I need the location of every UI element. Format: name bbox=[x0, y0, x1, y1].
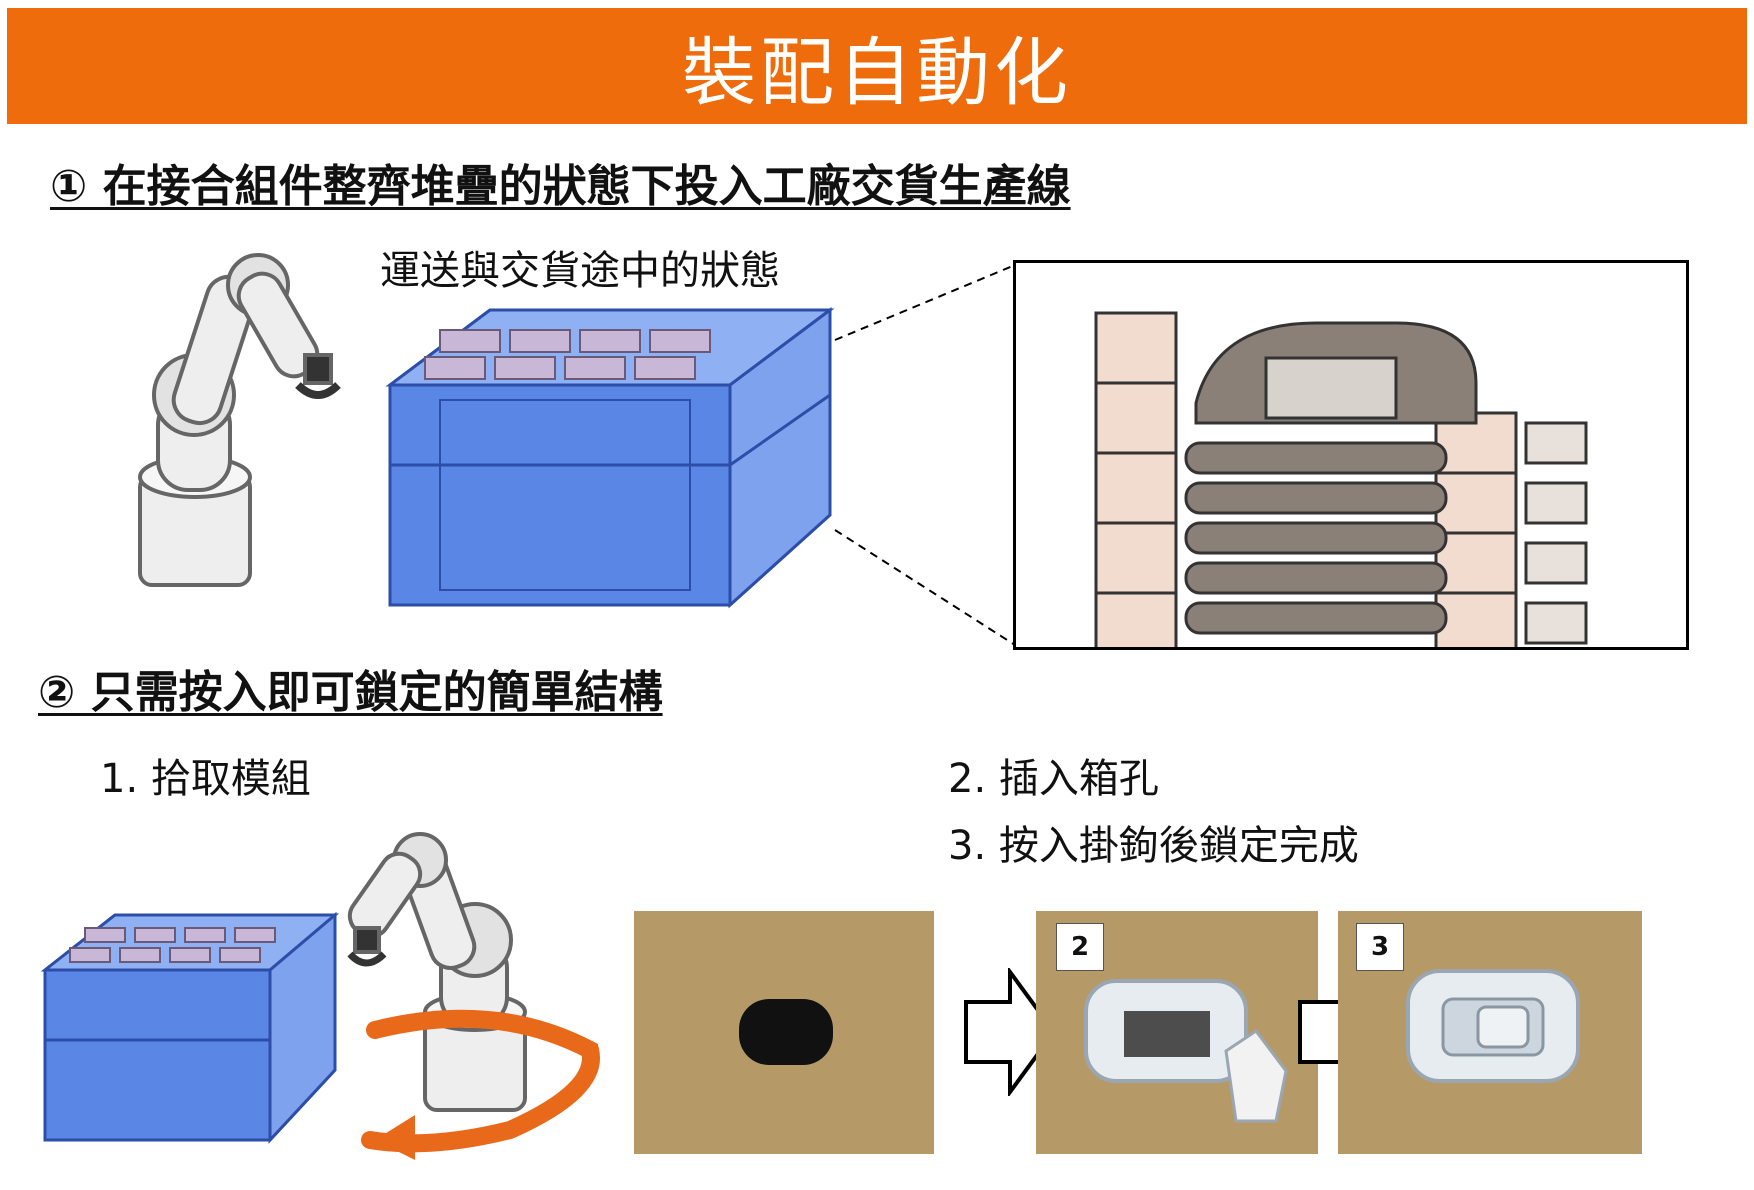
robot-arm-icon-small bbox=[347, 832, 600, 1160]
step-2-label: 2. 插入箱孔 bbox=[948, 756, 1159, 802]
transit-label: 運送與交貨途中的狀態 bbox=[380, 248, 780, 294]
inserted-connector-illustration bbox=[1036, 911, 1318, 1154]
crate-illustration-small bbox=[40, 911, 340, 1144]
step-1-label: 1. 拾取模組 bbox=[100, 756, 311, 802]
photo-inserted: 2 bbox=[1036, 911, 1318, 1154]
rotation-arrow-icon bbox=[361, 1009, 600, 1153]
robot-arm-icon bbox=[138, 253, 341, 587]
photo-badge-2: 2 bbox=[1056, 923, 1104, 971]
section2-heading: ② 只需按入即可鎖定的簡單結構 bbox=[38, 667, 663, 718]
locked-connector-illustration bbox=[1338, 911, 1642, 1154]
title-banner: 裝配自動化 bbox=[7, 8, 1747, 124]
crate-illustration bbox=[385, 307, 835, 609]
zoom-lines bbox=[834, 264, 1016, 646]
step-3-label: 3. 按入掛鉤後鎖定完成 bbox=[948, 823, 1359, 869]
section1-heading: ① 在接合組件整齊堆疊的狀態下投入工廠交貨生產線 bbox=[50, 161, 1071, 212]
connector-detail-frame bbox=[1013, 260, 1689, 650]
page-title: 裝配自動化 bbox=[682, 29, 1072, 116]
box-hole-illustration bbox=[634, 911, 934, 1154]
connector-detail-illustration bbox=[1094, 311, 1588, 647]
arrow-right-icon bbox=[964, 968, 1057, 1096]
photo-locked: 3 bbox=[1338, 911, 1642, 1154]
photo-badge-3: 3 bbox=[1356, 923, 1404, 971]
photo-box-hole bbox=[634, 911, 934, 1154]
